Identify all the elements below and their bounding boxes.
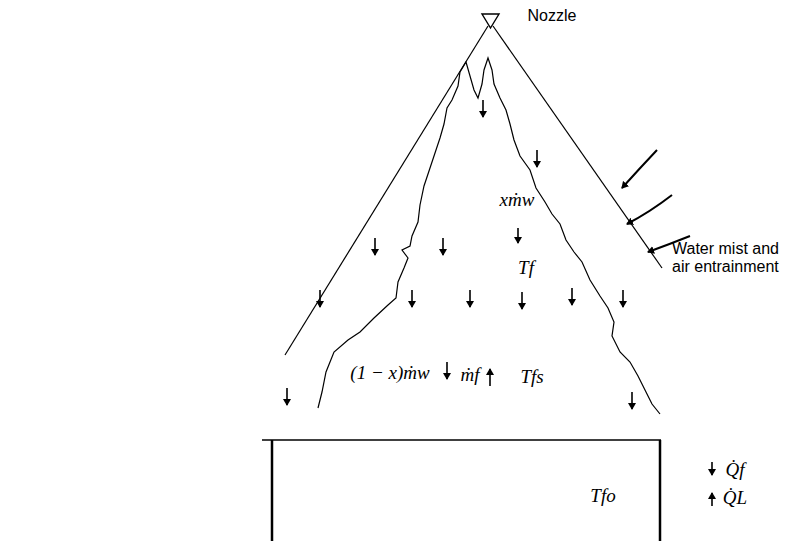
entrainment-arrow: [622, 150, 657, 188]
flow-arrow: [631, 392, 633, 409]
spray-cone-edge: [493, 26, 662, 268]
mass-flow-label: xṁw: [500, 189, 535, 211]
temperature-label: Tfo: [590, 485, 615, 507]
flow-arrow: [517, 228, 519, 243]
flow-arrow: [374, 238, 376, 255]
flow-arrow: [482, 100, 484, 117]
flow-arrow: [319, 290, 321, 307]
pool-surface: [262, 439, 661, 440]
flow-arrow: [286, 388, 288, 405]
heat-loss-label: Q̇L: [723, 487, 747, 509]
fuel-flow-label: ṁf: [461, 364, 480, 386]
flow-arrow: [536, 150, 538, 167]
flow-arrow: [521, 292, 523, 309]
flow-arrow: [469, 290, 471, 307]
temperature-label: Tfs: [520, 366, 543, 388]
nozzle-symbol: [482, 14, 499, 28]
heat-flux-label: Q̇f: [726, 459, 745, 481]
flow-arrow: [622, 290, 624, 307]
flow-arrow: [442, 238, 444, 255]
temperature-label: Tf: [518, 257, 534, 279]
mass-flow-label: (1 − x)ṁw: [350, 362, 429, 384]
flow-arrow: [711, 493, 713, 506]
entrainment-arrow: [627, 195, 672, 224]
flow-arrow: [571, 288, 573, 305]
entrainment-label: Water mist and air entrainment: [672, 240, 797, 277]
flow-arrow: [411, 290, 413, 307]
pool-wall: [271, 440, 274, 541]
mist-arrows: [287, 100, 712, 506]
nozzle-label: Nozzle: [528, 7, 577, 25]
flow-arrow: [489, 369, 491, 386]
flow-arrow: [446, 362, 448, 379]
flow-arrow: [711, 462, 713, 475]
pool-wall: [659, 440, 662, 541]
flame-outline: [318, 58, 660, 414]
